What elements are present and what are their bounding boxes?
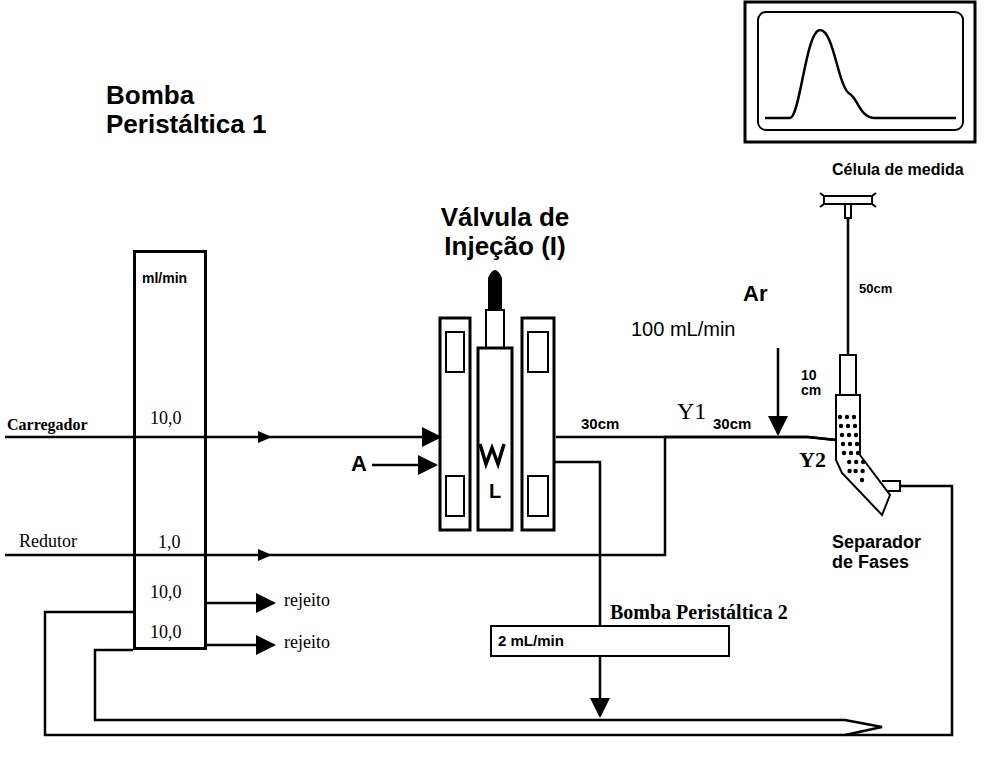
flow-rate: 10,0 [150, 623, 182, 643]
junction-label: Y1 [676, 398, 707, 424]
sample-label: A [350, 452, 368, 476]
flow-rate: 2 mL/min [498, 633, 564, 650]
gas-label: Ar [742, 282, 768, 306]
phase-separator-outline [830, 355, 900, 530]
junction-label: Y2 [798, 448, 827, 472]
waste-label: rejeito [283, 591, 331, 611]
tubing-connector [45, 486, 952, 735]
waste-arrow [599, 657, 602, 716]
pump-title: Bomba Peristáltica 1 [106, 81, 296, 138]
flow-arrow [258, 431, 272, 561]
measuring-cell: Célula de medida [820, 193, 876, 218]
pump-tubing [5, 437, 882, 735]
flow-rate: 10,0 [150, 583, 182, 603]
stream-label: Carregador [6, 416, 89, 434]
gas-flow-rate: 100 mL/min [630, 318, 737, 340]
waste-label: rejeito [283, 633, 331, 653]
peristaltic-pump: Bomba Peristáltica 1ml/min10,01,010,010,… [133, 250, 207, 650]
peristaltic-pump: Bomba Peristáltica 22 mL/min [490, 625, 730, 657]
injection-valve: Válvula de Injeção (I)L [440, 318, 556, 530]
unit-label: ml/min [142, 271, 187, 286]
loop-label: L [489, 480, 501, 502]
tubing-connector [847, 218, 850, 355]
tubing-connector [207, 436, 440, 439]
argon-arrow [777, 348, 780, 434]
separator-title: Separador de Fases [832, 533, 942, 573]
measuring-cell-outline [820, 193, 876, 218]
phase-separator: Separador de Fases [830, 355, 900, 530]
flow-rate: 10,0 [150, 409, 182, 429]
tubing-connector [554, 462, 600, 625]
flow-rate: 1,0 [158, 533, 181, 553]
signal-display [745, 2, 975, 142]
dimension: 30cm [712, 416, 752, 433]
valve-title: Válvula de Injeção (I) [395, 203, 615, 260]
cell-title: Célula de medida [832, 161, 964, 179]
stream-label: Redutor [18, 532, 78, 552]
dimension: 30cm [580, 416, 620, 433]
sample-arrow [372, 464, 436, 467]
pump-title: Bomba Peristáltica 2 [610, 601, 788, 623]
dimension: 50cm [858, 282, 893, 296]
dimension: 10 cm [800, 368, 832, 399]
